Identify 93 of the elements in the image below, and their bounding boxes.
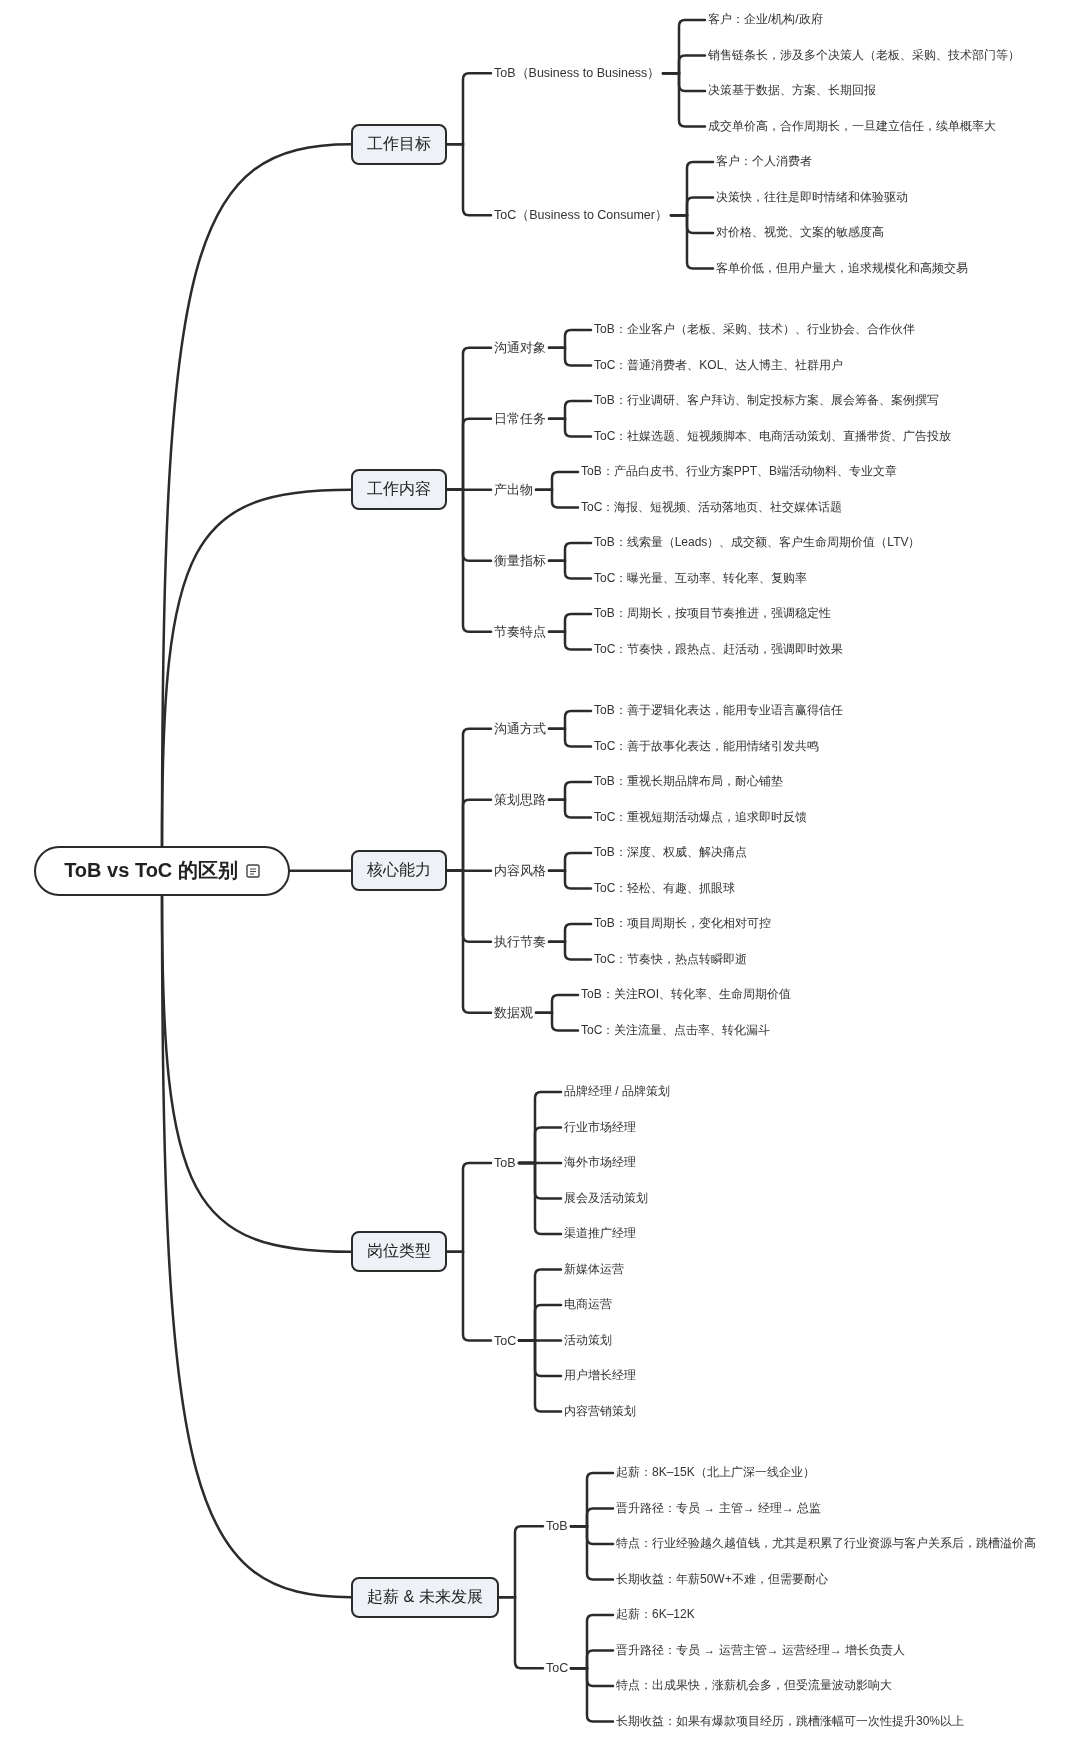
subtopic: 衡量指标 [491,550,549,571]
subtopic: ToB [491,1153,519,1174]
subtopic: ToC（Business to Consumer） [491,205,671,226]
central-topic-title: ToB vs ToC 的区别 [64,858,238,884]
detail-text: ToB：善于逻辑化表达，能用专业语言赢得信任 [591,701,846,721]
detail-text: 海外市场经理 [561,1153,639,1173]
branch-line [547,346,593,367]
detail-text: ToC：轻松、有趣、抓眼球 [591,878,739,899]
subtopic: 沟通方式 [491,718,549,739]
detail-text: ToB：企业客户（老板、采购、技术）、行业协会、合作伙伴 [591,320,918,340]
detail-text: 决策快，往往是即时情绪和体验驱动 [713,187,911,208]
detail-text: ToC：关注流量、点击率、转化漏斗 [578,1020,774,1041]
subtopic: ToC [491,1330,520,1351]
main-topic: 起薪 & 未来发展 [351,1576,499,1618]
detail-text: ToB：项目周期长，变化相对可控 [591,914,774,934]
branch-line [288,869,353,872]
subtopic: ToB（Business to Business） [491,63,664,84]
branch-line [445,143,493,217]
detail-text: ToC：海报、短视频、活动落地页、社交媒体话题 [578,497,846,518]
subtopic: ToC [543,1658,572,1679]
branch-line [569,1667,615,1723]
main-topic: 岗位类型 [351,1231,447,1273]
branch-line [160,488,353,847]
branch-line [160,894,353,1599]
subtopic: 执行节奏 [491,931,549,952]
detail-text: 渠道推广经理 [561,1224,639,1244]
branch-line [534,488,580,509]
subtopic: 日常任务 [491,408,549,429]
branch-line [547,417,593,438]
detail-text: ToC：善于故事化表达，能用情绪引发共鸣 [591,736,823,757]
detail-text: 成交单价高，合作周期长，一旦建立信任，续单概率大 [705,116,999,137]
branch-line [547,798,593,819]
detail-text: 行业市场经理 [561,1117,639,1138]
detail-text: 特点：行业经验越久越值钱，尤其是积累了行业资源与客户关系后，跳槽溢价高 [613,1534,1039,1554]
central-topic [34,845,290,896]
branch-line [445,869,493,1014]
subtopic: 策划思路 [491,789,549,810]
branch-line [547,727,593,748]
detail-text: 电商运营 [561,1295,615,1315]
detail-text: 决策基于数据、方案、长期回报 [705,81,879,101]
detail-text: ToB：周期长，按项目节奏推进，强调稳定性 [591,604,834,624]
branch-line [517,1161,563,1236]
detail-text: 展会及活动策划 [561,1188,651,1209]
detail-text: 特点：出成果快，涨薪机会多，但受流量波动影响大 [613,1676,895,1696]
main-topic: 核心能力 [351,850,447,892]
detail-text: 活动策划 [561,1330,615,1351]
detail-text: ToC：普通消费者、KOL、达人博主、社群用户 [591,355,847,376]
detail-text: ToB：重视长期品牌布局，耐心铺垫 [591,772,786,792]
detail-text: 对价格、视觉、文案的敏感度高 [713,223,887,243]
subtopic: ToB [543,1516,571,1537]
detail-text: ToC：社媒选题、短视频脚本、电商活动策划、直播带货、广告投放 [591,426,955,447]
detail-text: 内容营销策划 [561,1401,639,1422]
main-topic: 工作内容 [351,469,447,511]
subtopic: 沟通对象 [491,337,549,358]
branch-line [547,559,593,580]
detail-text: 起薪：6K–12K [613,1605,698,1625]
detail-text: 晋升路径：专员 → 运营主管→ 运营经理→ 增长负责人 [613,1640,909,1661]
detail-text: ToC：节奏快，跟热点、赶活动，强调即时效果 [591,639,847,660]
detail-text: 销售链条长，涉及多个决策人（老板、采购、技术部门等） [705,45,1023,66]
detail-text: ToB：行业调研、客户拜访、制定投标方案、展会筹备、案例撰写 [591,391,942,411]
detail-text: ToB：线索量（Leads）、成交额、客户生命周期价值（LTV） [591,533,924,553]
branch-line [445,488,493,633]
detail-text: ToC：重视短期活动爆点，追求即时反馈 [591,807,811,828]
branch-line [445,1250,493,1342]
detail-text: 客单价低，但用户量大，追求规模化和高频交易 [713,258,971,279]
detail-text: 长期收益：如果有爆款项目经历，跳槽涨幅可一次性提升30%以上 [613,1711,968,1732]
detail-text: 品牌经理 / 品牌策划 [561,1082,673,1102]
detail-text: 起薪：8K–15K（北上广深一线企业） [613,1463,818,1483]
detail-text: ToC：节奏快，热点转瞬即逝 [591,949,751,970]
detail-text: ToB：产品白皮书、行业方案PPT、B端活动物料、专业文章 [578,462,901,482]
branch-line [661,72,707,128]
detail-text: 晋升路径：专员 → 主管→ 经理→ 总监 [613,1498,825,1519]
detail-text: 客户：企业/机构/政府 [705,10,826,30]
subtopic: 内容风格 [491,860,549,881]
detail-text: 用户增长经理 [561,1366,639,1386]
branch-line [569,1525,615,1581]
subtopic: 节奏特点 [491,621,549,642]
detail-text: ToB：关注ROI、转化率、生命周期价值 [578,985,794,1005]
branch-line [517,1339,563,1413]
branch-line [547,630,593,651]
detail-text: ToC：曝光量、互动率、转化率、复购率 [591,568,811,589]
subtopic: 数据观 [491,1002,536,1023]
detail-text: 新媒体运营 [561,1259,627,1280]
detail-text: 长期收益：年薪50W+不难，但需要耐心 [613,1569,831,1590]
branch-line [669,214,715,270]
branch-line [547,940,593,961]
branch-line [547,869,593,890]
subtopic: 产出物 [491,479,536,500]
branch-line [534,1011,580,1032]
detail-text: ToB：深度、权威、解决痛点 [591,843,750,863]
branch-line [497,1596,545,1670]
main-topic: 工作目标 [351,123,447,165]
detail-text: 客户：个人消费者 [713,152,815,172]
